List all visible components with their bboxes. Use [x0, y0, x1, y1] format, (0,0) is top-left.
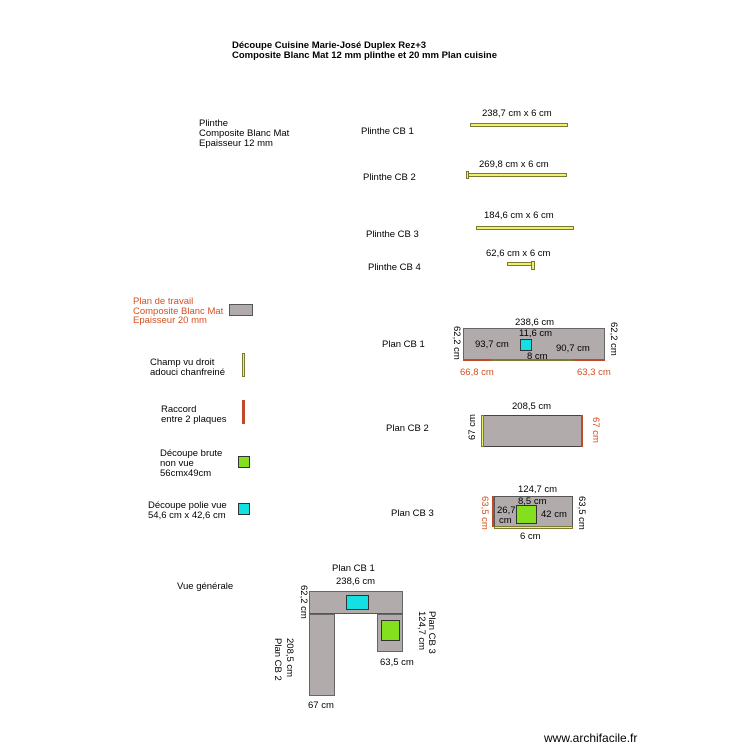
plinthe-cb2-label: Plinthe CB 2	[363, 172, 416, 183]
plinthe-cb1-bar	[470, 123, 568, 127]
legend-plinthe-line-2: Composite Blanc Mat	[199, 128, 290, 139]
overview-plan1-width: 238,6 cm	[336, 576, 376, 587]
overview-plan1-height: 62,2 cm	[298, 585, 309, 619]
plan-cb3-cut-left-unit: cm	[499, 515, 512, 526]
overview-plan2-width: 67 cm	[308, 700, 334, 711]
plan-cb3-cut-width: 8,5 cm	[518, 496, 547, 507]
plan-cb1-bottom-right: 63,3 cm	[577, 367, 611, 378]
plinthe-cb2-bar	[467, 173, 567, 177]
plan-cb2-left-height: 67 cm	[467, 414, 478, 440]
overview-plan2-len: 208,5 cm	[284, 638, 295, 678]
plan-cb3-cutout	[516, 505, 537, 524]
plan-cb1-champ-bottom	[491, 359, 573, 361]
watermark[interactable]: www.archifacile.fr	[544, 731, 638, 745]
plan-cb3-left-height: 63,5 cm	[479, 496, 490, 530]
legend-plan-line-2: Composite Blanc Mat	[133, 306, 224, 317]
plinthe-cb4-label: Plinthe CB 4	[368, 262, 421, 273]
plan-cb2-right-height: 67 cm	[590, 417, 601, 443]
legend-plan-line-1: Plan de travail	[133, 296, 194, 307]
plinthe-cb4-end	[531, 261, 535, 270]
plan-cb2-label: Plan CB 2	[386, 423, 429, 434]
legend-plan-swatch	[229, 304, 253, 316]
plinthe-cb4-bar	[507, 262, 533, 266]
plinthe-cb3-label: Plinthe CB 3	[366, 229, 419, 240]
plan-cb2-champ-left	[481, 415, 484, 447]
plan-cb1-right-seg: 90,7 cm	[556, 343, 590, 354]
overview-plan2-board	[309, 614, 335, 696]
overview-plan1-edge	[309, 613, 403, 614]
legend-plinthe-line-3: Epaisseur 12 mm	[199, 138, 273, 149]
plan-cb1-label: Plan CB 1	[382, 339, 425, 350]
legend-plan-line-3: Epaisseur 20 mm	[133, 315, 207, 326]
plan-cb1-cut-depth: 8 cm	[527, 351, 548, 362]
plan-cb3-raccord-left	[492, 496, 494, 527]
plan-cb1-raccord-left	[463, 359, 491, 361]
plinthe-cb3-bar	[476, 226, 574, 230]
legend-brute-line-2: non vue	[160, 458, 194, 469]
plan-cb1-raccord-right	[573, 359, 605, 361]
plan-cb3-cut-left: 26,7	[497, 505, 516, 516]
legend-champ-line-1: Champ vu droit	[150, 357, 215, 368]
legend-champ-line-2: adouci chanfreiné	[150, 367, 225, 378]
legend-raccord-line-2: entre 2 plaques	[161, 414, 227, 425]
plan-cb2-raccord-right	[581, 415, 583, 447]
legend-polie-line-2: 54,6 cm x 42,6 cm	[148, 510, 226, 521]
plan-cb1-cutout	[520, 339, 532, 351]
overview-plan3-len: 124,7 cm	[416, 611, 427, 651]
plan-cb1-left-seg: 93,7 cm	[475, 339, 509, 350]
legend-raccord-swatch	[242, 400, 245, 424]
plan-cb1-cut-width: 11,6 cm	[519, 328, 553, 339]
title-line-1: Découpe Cuisine Marie-José Duplex Rez+3	[232, 40, 427, 51]
overview-plan1-cutout	[346, 595, 369, 610]
plan-cb1-left-height: 62,2 cm	[451, 326, 462, 360]
plinthe-cb1-label: Plinthe CB 1	[361, 126, 414, 137]
legend-polie-swatch	[238, 503, 250, 515]
overview-plan1-label: Plan CB 1	[332, 563, 375, 574]
legend-champ-swatch	[242, 353, 245, 377]
plan-cb3-bottom: 6 cm	[520, 531, 541, 542]
plinthe-cb1-dim: 238,7 cm x 6 cm	[482, 108, 552, 119]
overview-plan3-label: Plan CB 3	[426, 611, 437, 654]
legend-raccord-line-1: Raccord	[161, 404, 197, 415]
plan-cb1-right-height: 62,2 cm	[608, 322, 619, 356]
plan-cb3-width: 124,7 cm	[518, 484, 558, 495]
legend-brute-line-3: 56cmx49cm	[160, 468, 212, 479]
plan-cb1-width: 238,6 cm	[515, 317, 555, 328]
plan-cb3-label: Plan CB 3	[391, 508, 434, 519]
plinthe-cb2-end	[466, 171, 469, 179]
plan-cb3-champ-bottom	[494, 526, 573, 529]
overview-plan3-width: 63,5 cm	[380, 657, 414, 668]
plan-cb3-cut-right: 42 cm	[541, 509, 567, 520]
legend-polie-line-1: Découpe polie vue	[148, 500, 227, 511]
plan-cb1-board	[463, 328, 605, 360]
overview-title: Vue générale	[177, 581, 234, 592]
plan-cb2-board	[481, 415, 583, 447]
title-line-2: Composite Blanc Mat 12 mm plinthe et 20 …	[232, 50, 498, 61]
legend-brute-line-1: Découpe brute	[160, 448, 223, 459]
plinthe-cb4-dim: 62,6 cm x 6 cm	[486, 248, 551, 259]
plinthe-cb3-dim: 184,6 cm x 6 cm	[484, 210, 554, 221]
plan-cb3-right-height: 63,5 cm	[576, 496, 587, 530]
legend-plinthe-line-1: Plinthe	[199, 118, 229, 129]
plinthe-cb2-dim: 269,8 cm x 6 cm	[479, 159, 549, 170]
plan-cb2-width: 208,5 cm	[512, 401, 552, 412]
overview-plan2-label: Plan CB 2	[272, 638, 283, 681]
plan-cb1-bottom-left: 66,8 cm	[460, 367, 494, 378]
overview-plan3-cutout	[381, 620, 400, 641]
legend-brute-swatch	[238, 456, 250, 468]
